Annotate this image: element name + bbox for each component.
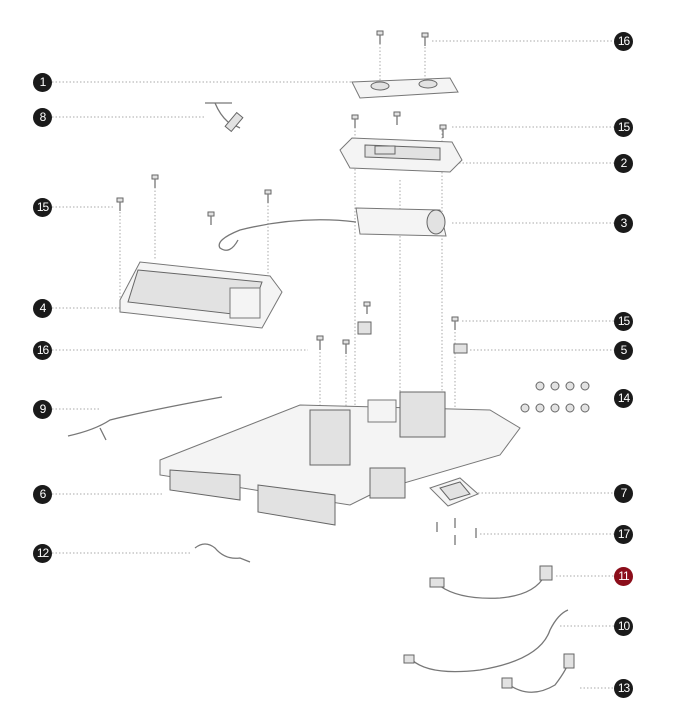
part-13-cable: [501, 653, 575, 693]
callout-15[interactable]: 15: [614, 118, 633, 137]
screws: [116, 30, 459, 354]
part-4-pcb: [119, 261, 283, 329]
callout-16[interactable]: 16: [33, 341, 52, 360]
part-5-clip: [453, 343, 468, 354]
part-10-cable: [403, 609, 569, 673]
callout-8[interactable]: 8: [33, 108, 52, 127]
part-8-connector: [205, 102, 244, 133]
callout-3[interactable]: 3: [614, 214, 633, 233]
callout-5[interactable]: 5: [614, 341, 633, 360]
part-9-cable: [67, 396, 223, 441]
part-6-chassis: [159, 391, 521, 526]
part-11-cable: [429, 565, 553, 599]
callout-4[interactable]: 4: [33, 299, 52, 318]
callout-11-highlighted[interactable]: 11: [614, 567, 633, 586]
part-3-battery: [218, 207, 447, 251]
part-1-gasket: [351, 77, 459, 99]
part-clip: [357, 321, 372, 335]
callout-7[interactable]: 7: [614, 484, 633, 503]
callout-16[interactable]: 16: [614, 32, 633, 51]
callout-15[interactable]: 15: [614, 312, 633, 331]
callout-17[interactable]: 17: [614, 525, 633, 544]
callout-6[interactable]: 6: [33, 485, 52, 504]
part-17-screws: [436, 518, 477, 545]
part-14-clips: [520, 381, 590, 413]
callout-9[interactable]: 9: [33, 400, 52, 419]
callout-13[interactable]: 13: [614, 679, 633, 698]
callout-2[interactable]: 2: [614, 154, 633, 173]
part-2-housing: [339, 137, 463, 173]
callout-12[interactable]: 12: [33, 544, 52, 563]
callout-1[interactable]: 1: [33, 73, 52, 92]
leader-lines: [52, 40, 614, 689]
callout-15[interactable]: 15: [33, 198, 52, 217]
callout-14[interactable]: 14: [614, 389, 633, 408]
part-12-cable: [194, 543, 251, 563]
part-7-plate: [429, 477, 479, 507]
callout-10[interactable]: 10: [614, 617, 633, 636]
